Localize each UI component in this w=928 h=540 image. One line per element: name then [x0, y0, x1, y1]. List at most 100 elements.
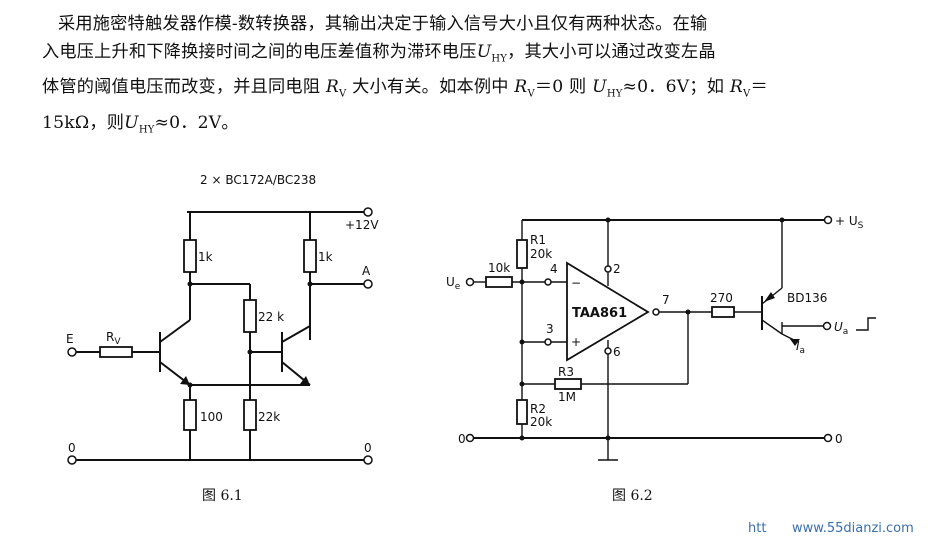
fig2-node — [779, 217, 785, 223]
fig2-resistor-r2 — [516, 399, 528, 425]
fig2-output-terminal — [822, 321, 832, 331]
line-3-text-e: ＝ — [750, 77, 768, 98]
fig2-current-label: Ia — [796, 339, 805, 356]
fig2-transistor-collector — [761, 319, 783, 335]
fig2-output-pulse-icon — [856, 317, 876, 331]
description-paragraph: 采用施密特触发器作模-数转换器，其输出决定于输入信号大小且仅有两种状态。在输 入… — [42, 10, 920, 144]
paragraph-line-2: 入电压上升和下降换接时间之间的电压差值称为滞环电压UHY，其大小可以通过改变左晶 — [42, 38, 920, 73]
fig2-r-base-label: 270 — [710, 291, 733, 305]
fig1-input-label: E — [66, 332, 74, 346]
fig2-resistor-270 — [711, 306, 735, 318]
fig1-resistor-middle-22k — [243, 299, 257, 333]
fig2-op-amp-taa861 — [566, 261, 650, 362]
fig1-right-transistor-arrow — [300, 376, 310, 385]
fig1-resistor-bottom-22k — [243, 399, 257, 431]
fig2-node — [605, 217, 611, 223]
fig2-pin2-label: 2 — [613, 262, 621, 276]
fig2-supply-subscript: S — [858, 221, 864, 231]
fig2-supply-symbol: + U — [835, 214, 858, 228]
fig1-node — [307, 281, 313, 287]
fig2-input-terminal — [465, 277, 475, 287]
fig1-resistor-middle-label: 22 k — [258, 310, 284, 324]
fig2-input-subscript: e — [455, 282, 461, 292]
fig1-output-label: A — [362, 264, 371, 278]
fig1-resistor-rv — [99, 346, 133, 358]
fig1-caption: 图 6.1 — [202, 488, 243, 504]
fig2-pin2-terminal — [604, 265, 612, 273]
fig2-pin4-label: 4 — [550, 262, 558, 276]
fig2-supply-label: + US — [835, 214, 864, 231]
rv-symbol-3: R — [729, 77, 744, 98]
fig2-pin7-terminal — [652, 308, 660, 316]
rv-subscript-3: V — [743, 88, 751, 100]
line-4-text-a: 15kΩ，则 — [42, 112, 125, 133]
fig2-r3-label: R3 — [558, 365, 574, 379]
uhy-symbol-2: U — [592, 77, 607, 98]
fig1-left-transistor-arrow — [180, 376, 190, 385]
uhy-symbol: U — [476, 42, 492, 62]
uhy-symbol-3: U — [124, 112, 139, 133]
uhy-subscript-2: HY — [606, 88, 623, 100]
fig1-supply-terminal — [363, 207, 373, 217]
fig2-input-symbol: U — [446, 275, 455, 289]
fig2-supply-terminal — [823, 215, 833, 225]
fig1-resistor-left-1k — [183, 239, 197, 273]
fig2-pin6-terminal — [604, 347, 612, 355]
fig2-output-label: Ua — [834, 320, 848, 337]
fig2-ground-terminal-right — [823, 433, 833, 443]
fig1-resistor-right-label: 1k — [318, 250, 333, 264]
fig2-ic-label: TAA861 — [572, 306, 627, 321]
uhy-subscript: HY — [491, 53, 508, 65]
fig1-resistor-bottom-label: 22k — [258, 410, 280, 424]
rv-symbol-2: R — [514, 77, 528, 98]
watermark-left: htt — [748, 521, 766, 536]
fig2-output-subscript: a — [843, 327, 849, 337]
fig2-input-label: Ue — [446, 275, 461, 292]
fig1-output-terminal — [363, 279, 373, 289]
line-1-text: 采用施密特触发器作模-数转换器，其输出决定于输入信号大小且仅有两种状态。在输 — [58, 14, 708, 34]
fig2-transistor-label: BD136 — [787, 291, 827, 305]
fig1-ground-label-right: 0 — [364, 441, 372, 455]
fig1-input-terminal — [67, 347, 77, 357]
fig2-r2-value: 20k — [530, 415, 552, 429]
line-3-text-d: ≈0．6V；如 — [622, 77, 725, 98]
line-3-text-a: 体管的阈值电压而改变，并且同电阻 — [42, 77, 321, 98]
fig2-current-arrow — [790, 339, 800, 346]
fig1-right-transistor-collector — [281, 325, 311, 343]
line-2-text-a: 入电压上升和下降换接时间之间的电压差值称为滞环电压 — [42, 42, 477, 62]
fig2-ground-terminal-left — [465, 433, 475, 443]
fig2-pin4-terminal — [544, 278, 552, 286]
fig2-pin3-label: 3 — [546, 322, 554, 336]
fig2-r1-value: 20k — [530, 247, 552, 261]
watermark-url: www.55dianzi.com — [792, 521, 914, 536]
fig1-resistor-right-1k — [303, 239, 317, 273]
fig2-r1-label: R1 — [530, 233, 546, 247]
line-3-text-c: ＝0 则 — [534, 77, 587, 98]
fig2-resistor-10k — [485, 276, 513, 288]
fig1-node — [187, 281, 193, 287]
fig1-supply-label: +12V — [345, 218, 379, 232]
fig1-node — [187, 382, 193, 388]
fig1-resistor-emitter-100 — [183, 399, 197, 431]
fig2-current-symbol: I — [796, 339, 800, 353]
fig1-resistor-left-label: 1k — [198, 250, 213, 264]
fig1-rv-label: RV — [106, 330, 121, 347]
uhy-subscript-3: HY — [138, 124, 155, 136]
rv-symbol: R — [325, 77, 340, 98]
line-2-text-b: ，其大小可以通过改变左晶 — [507, 42, 716, 62]
fig2-resistor-r3 — [554, 378, 582, 390]
fig2-wire — [781, 333, 795, 341]
fig2-r3-value: 1M — [558, 390, 576, 404]
fig1-ground-terminal-left — [67, 455, 77, 465]
fig2-transistor-arrow — [764, 292, 775, 302]
paragraph-line-4: 15kΩ，则UHY≈0．2V。 — [42, 109, 920, 144]
fig2-caption: 图 6.2 — [612, 488, 653, 504]
fig2-node — [605, 435, 611, 441]
line-4-text-b: ≈0．2V。 — [154, 112, 239, 133]
rv-subscript: V — [339, 88, 347, 100]
fig2-ground-label-right: 0 — [835, 432, 843, 446]
fig2-pin3-terminal — [544, 338, 552, 346]
fig2-pin7-label: 7 — [662, 293, 670, 307]
fig1-rv-symbol: R — [106, 330, 114, 344]
